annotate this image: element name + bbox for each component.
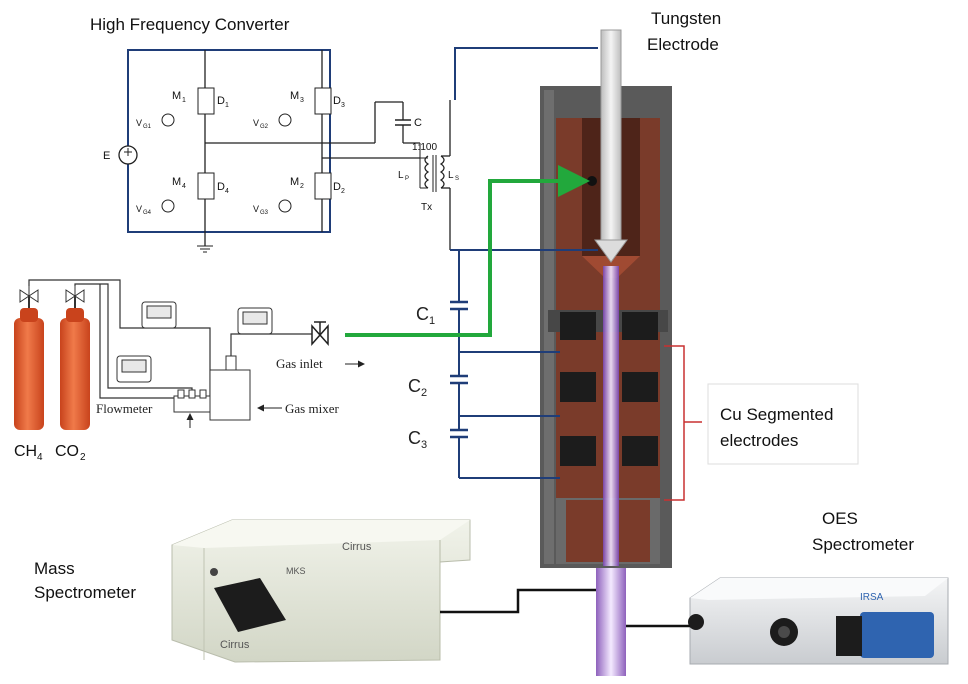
cu-label-line1: Cu Segmented <box>720 405 833 424</box>
circuit-ratio: 1:100 <box>412 142 437 153</box>
circuit-vg4-sub: G4 <box>143 210 152 216</box>
segment-capacitors: C 1 C 2 C 3 <box>408 249 598 479</box>
cu-label-line2: electrodes <box>720 431 798 450</box>
circuit-ls-sub: S <box>455 176 459 182</box>
circuit-m4-sub: 4 <box>182 183 186 190</box>
circuit-vg4: V <box>136 204 142 214</box>
ch4-cylinder <box>14 296 44 430</box>
mass-spec-logo: MKS <box>286 566 306 576</box>
circuit-vg2-sub: G2 <box>260 124 269 130</box>
circuit-m3: M <box>290 90 299 102</box>
tungsten-label-line2: Electrode <box>647 35 719 54</box>
circuit-ls: L <box>448 170 454 181</box>
dc-bus <box>127 49 331 233</box>
circuit-tx: Tx <box>421 202 432 213</box>
segment-insulator <box>560 312 596 340</box>
series-capacitor-label: C <box>414 117 422 129</box>
mass-spec-port <box>214 578 286 632</box>
converter-title: High Frequency Converter <box>90 15 290 34</box>
oes-detector <box>860 612 934 658</box>
labels-c3-sub: 3 <box>421 439 427 451</box>
cu-bracket <box>664 345 685 501</box>
co2-label: CO <box>55 443 79 460</box>
circuit-m1-sub: 1 <box>182 97 186 104</box>
gas-supply: Gas inlet Gas mixer Flowmeter CH 4 CO 2 <box>14 279 365 463</box>
circuit-m2: M <box>290 176 299 188</box>
circuit-d2: D <box>333 181 341 193</box>
labels-ch4-sub: 4 <box>37 452 43 463</box>
labels-co2-sub: 2 <box>80 452 86 463</box>
circuit-d4-sub: 4 <box>225 188 229 195</box>
gas-inlet-label: Gas inlet <box>276 356 323 371</box>
plasma-plume <box>596 568 626 676</box>
circuit-lp: L <box>398 170 404 181</box>
oes-brand: IRSA <box>860 592 884 603</box>
mosfet-m3: M 3 D 3 V G2 <box>253 87 345 130</box>
circuit-m2-sub: 2 <box>300 183 304 190</box>
circuit-vg2: V <box>253 118 259 128</box>
oes-spectrometer: IRSA <box>688 577 949 665</box>
mass-spectrometer: Cirrus Cirrus MKS <box>171 519 471 663</box>
tungsten-label-line1: Tungsten <box>651 9 721 28</box>
circuit-d3: D <box>333 95 341 107</box>
oes-label-line1: OES <box>822 509 858 528</box>
c1-label: C <box>416 304 429 324</box>
circuit-vg1-sub: G1 <box>143 124 152 130</box>
mosfet-m4: M 4 D 4 V G4 <box>136 172 229 216</box>
circuit-d3-sub: 3 <box>341 102 345 109</box>
mosfet-m2: M 2 D 2 V G3 <box>253 172 345 216</box>
circuit-d2-sub: 2 <box>341 188 345 195</box>
circuit-vg3-sub: G3 <box>260 210 269 216</box>
circuit-m3-sub: 3 <box>300 97 304 104</box>
transformer: 1:100 L P L S Tx <box>398 142 459 213</box>
c2-label: C <box>408 376 421 396</box>
mass-spec-brand-top: Cirrus <box>342 541 372 553</box>
circuit-m1: M <box>172 90 181 102</box>
circuit-d1: D <box>217 95 225 107</box>
circuit-d4: D <box>217 181 225 193</box>
co2-cylinder <box>60 296 90 430</box>
mass-spec-cable <box>440 588 596 614</box>
mass-spec-brand-side: Cirrus <box>220 639 250 651</box>
circuit-vg3: V <box>253 204 259 214</box>
circuit-vg1: V <box>136 118 142 128</box>
oes-label-line2: Spectrometer <box>812 535 914 554</box>
labels-c1-sub: 1 <box>429 315 435 327</box>
hv-wire <box>454 47 598 100</box>
ch4-label: CH <box>14 443 37 460</box>
flowmeter-label: Flowmeter <box>96 401 153 416</box>
mosfet-m1: M 1 D 1 V G1 <box>136 87 229 130</box>
labels-c2-sub: 2 <box>421 387 427 399</box>
converter-circuit: High Frequency Converter E M 1 D 1 V G <box>90 15 459 253</box>
source-label: E <box>103 150 110 162</box>
mass-spec-label-line1: Mass <box>34 559 75 578</box>
gas-mixer-box <box>209 369 251 421</box>
circuit-d1-sub: 1 <box>225 102 229 109</box>
gas-feed-line <box>345 165 590 337</box>
tungsten-electrode <box>600 29 622 243</box>
circuit-lp-sub: P <box>405 176 409 182</box>
gas-mixer-label: Gas mixer <box>285 401 339 416</box>
circuit-m4: M <box>172 176 181 188</box>
cu-label-box <box>707 383 859 465</box>
c3-label: C <box>408 428 421 448</box>
mass-spec-label-line2: Spectrometer <box>34 583 136 602</box>
plasma-column <box>603 266 619 566</box>
plasma-torch <box>540 29 672 676</box>
